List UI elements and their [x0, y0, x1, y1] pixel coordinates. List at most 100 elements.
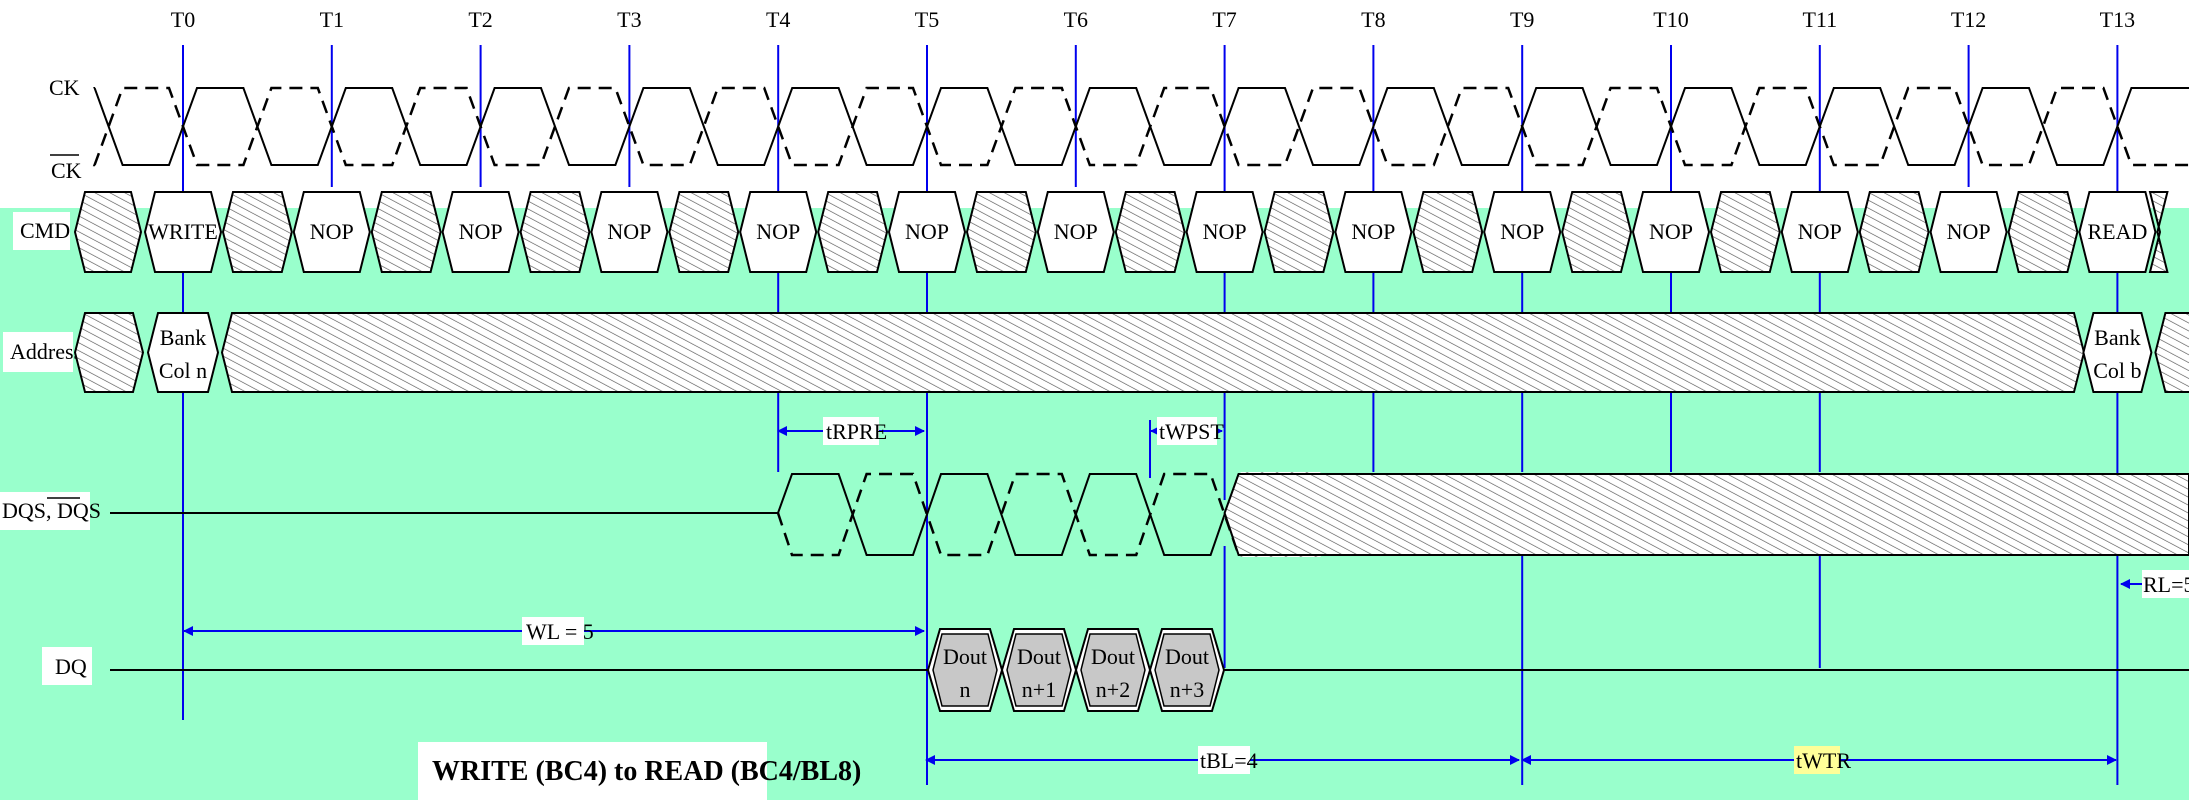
cmd-label-t7: NOP: [1203, 219, 1247, 244]
cmd-cell-t3: [590, 191, 669, 273]
address-cell-first: [146, 312, 220, 393]
ck-bar-label: CK: [51, 158, 82, 183]
tbl-label: tBL=4: [1200, 748, 1258, 773]
cmd-label-t8: NOP: [1351, 219, 1395, 244]
wl-label-box: [522, 617, 584, 645]
dqs-bar-text: DQS: [57, 498, 101, 523]
cmd-hatched-cell: [1709, 191, 1781, 273]
cmd-cell-t11: [1780, 191, 1859, 273]
dq-label-box: [42, 647, 92, 685]
clock-label-t6: T6: [1064, 7, 1088, 32]
clock-label-t10: T10: [1653, 7, 1688, 32]
cmd-cell-t4: [739, 191, 818, 273]
cmd-label-t3: NOP: [607, 219, 651, 244]
dqs-row: [110, 472, 2189, 557]
dqs-label: DQS, DQS: [2, 498, 101, 523]
rl-label-box: [2142, 570, 2189, 598]
ck-solid-wave: [93, 87, 2189, 166]
twpst-label-box: [1157, 417, 1217, 445]
cmd-hatched-cell: [1561, 191, 1633, 273]
rl-label: RL=5: [2143, 572, 2189, 597]
cmd-label-t12: NOP: [1947, 219, 1991, 244]
dqs-text: DQS,: [2, 498, 57, 523]
clock-label-t4: T4: [766, 7, 790, 32]
address-hatched-cell: [2154, 312, 2189, 393]
dqs-solid-wave: [777, 473, 1240, 556]
cmd-cell-t5: [887, 191, 967, 273]
title-box: [418, 742, 767, 800]
wl-label: WL = 5: [526, 619, 594, 644]
cmd-cell-t12: [1929, 191, 2008, 273]
address-hatched-cell: [73, 312, 145, 393]
clock-label-t3: T3: [617, 7, 641, 32]
cmd-hatched-cell: [519, 191, 591, 273]
twtr-label-box: [1794, 746, 1840, 774]
cmd-hatched-cell: [221, 191, 293, 273]
cmd-hatched-cell: [1114, 191, 1186, 273]
twpst-label: tWPST: [1159, 419, 1224, 444]
dq-cell-1-line1: Dout: [1017, 644, 1061, 669]
dq-cell-2-line1: Dout: [1091, 644, 1135, 669]
cmd-hatched-cell: [1412, 191, 1484, 273]
clock-label-t1: T1: [320, 7, 344, 32]
address-hatched-span: [220, 312, 2086, 393]
cmd-hatched-cell: [817, 191, 889, 273]
cmd-label-t0: WRITE: [148, 219, 218, 244]
clock-label-t5: T5: [915, 7, 939, 32]
dq-cell-2-line2: n+2: [1096, 677, 1130, 702]
dqs-dashed-wave: [776, 472, 1240, 557]
ck-dashed-wave: [92, 86, 2189, 167]
clock-label-t9: T9: [1510, 7, 1534, 32]
cmd-hatched-cell: [2007, 191, 2079, 273]
clock-label-t13: T13: [2100, 7, 2135, 32]
dq-cell-3-line1: Dout: [1165, 644, 1209, 669]
cmd-hatched-cell: [1263, 191, 1335, 273]
cmd-label-t6: NOP: [1054, 219, 1098, 244]
trpre-label: tRPRE: [826, 419, 887, 444]
dq-cell-1-line2: n+1: [1022, 677, 1056, 702]
dq-cell-0-line2: n: [960, 677, 971, 702]
cmd-hatched-cell: [1858, 191, 1930, 273]
cmd-row: WRITE NOP NOP NOP NOP NOP NOP NOP NOP NOP NOP NOP NO…: [73, 191, 2169, 273]
cmd-label-t11: NOP: [1798, 219, 1842, 244]
dq-cell-0-line1: Dout: [943, 644, 987, 669]
cmd-cell-t6: [1036, 191, 1115, 273]
cmd-label-t1: NOP: [310, 219, 354, 244]
dqs-hatched-span: [1223, 473, 2189, 556]
address-second-line1: Bank: [2094, 325, 2140, 350]
dq-row: Dout n Dout n+1 Dout n+2 Dout n+3: [110, 628, 2189, 712]
cmd-label: CMD: [20, 218, 70, 243]
twtr-label: tWTR: [1796, 748, 1851, 773]
cmd-label-t5: NOP: [905, 219, 949, 244]
cmd-hatched-cell: [965, 191, 1037, 273]
cmd-cell-t8: [1334, 191, 1413, 273]
cmd-label-t10: NOP: [1649, 219, 1693, 244]
dq-data-cell-3: [1154, 633, 1220, 707]
dqs-hatch-cover: [1240, 472, 1321, 557]
cmd-cell-t9: [1483, 191, 1562, 273]
cmd-label-t9: NOP: [1500, 219, 1544, 244]
dq-cell-3-line2: n+3: [1170, 677, 1204, 702]
timing-annotations: tRPRE tWPST WL = 5 RL=5 tBL=4 tWTR: [183, 417, 2189, 774]
address-first-line2: Col n: [159, 358, 207, 383]
clock-label-t11: T11: [1802, 7, 1837, 32]
address-label-box: [3, 332, 73, 372]
clock-label-t0: T0: [171, 7, 195, 32]
cmd-label-box: [13, 212, 70, 250]
trpre-label-box: [823, 417, 879, 445]
ck-label: CK: [49, 75, 80, 100]
tbl-label-box: [1198, 746, 1250, 774]
cmd-cell-t1: [292, 191, 371, 273]
cmd-hatched-cell: [73, 191, 143, 273]
dq-label: DQ: [55, 654, 87, 679]
cmd-cell-t10: [1631, 191, 1711, 273]
dq-data-cell-0: [932, 633, 998, 707]
cmd-hatched-cell: [2148, 191, 2169, 273]
cmd-label-t4: NOP: [756, 219, 800, 244]
diagram-title: WRITE (BC4) to READ (BC4/BL8): [432, 756, 861, 787]
cmd-label-t2: NOP: [459, 219, 503, 244]
clock-label-t2: T2: [468, 7, 492, 32]
